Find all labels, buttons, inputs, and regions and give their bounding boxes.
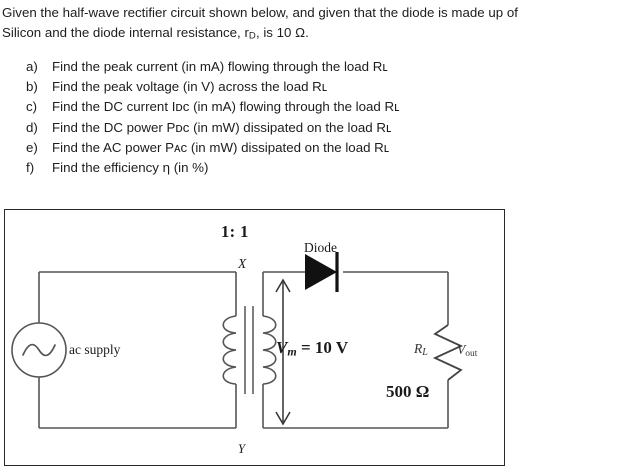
question-text-c: Find the DC current Iᴅᴄ (in mA) flowing …	[52, 99, 400, 115]
question-item-a: a) Find the peak current (in mA) flowing…	[26, 57, 636, 77]
question-text-e: Find the AC power Pᴀᴄ (in mW) dissipated…	[52, 139, 390, 155]
question-text-d: Find the DC power Pᴅᴄ (in mW) dissipated…	[52, 119, 392, 135]
resistor-zigzag	[432, 324, 464, 381]
vm-subscript: m	[287, 344, 297, 359]
question-marker-f: f)	[26, 160, 35, 176]
vm-label: Vm = 10 V	[276, 338, 348, 360]
question-item-c: c) Find the DC current Iᴅᴄ (in mA) flowi…	[26, 97, 636, 117]
question-text-b: Find the peak voltage (in V) across the …	[52, 79, 328, 95]
node-y-label: Y	[238, 442, 245, 456]
diode-resistance-subscript: D	[248, 30, 256, 42]
question-item-f: f) Find the efficiency η (in %)	[26, 158, 636, 178]
question-marker-a: a)	[26, 59, 38, 74]
problem-line-2: Silicon and the diode internal resistanc…	[2, 23, 309, 47]
primary-circuit-loop	[38, 271, 237, 429]
question-list: a) Find the peak current (in mA) flowing…	[26, 57, 636, 178]
vout-label: Vout	[457, 342, 477, 359]
load-resistor-symbol	[432, 324, 464, 381]
ac-supply-label: ac supply	[69, 342, 121, 357]
node-x-label: X	[238, 256, 247, 271]
question-marker-d: d)	[26, 119, 38, 135]
vm-symbol: V	[276, 338, 288, 357]
load-symbol: R	[414, 341, 423, 356]
question-marker-c: c)	[26, 99, 38, 115]
transformer-primary-coil	[222, 315, 237, 385]
question-marker-e: e)	[26, 139, 38, 155]
problem-line-2-text-b: , is 10 Ω.	[255, 25, 309, 40]
circuit-diagram-figure: 1: 1 Diode X Y ac supply Vm = 10 V RL Vo…	[4, 209, 505, 466]
ac-source-symbol	[11, 322, 67, 378]
problem-line-2-text-a: Silicon and the diode internal resistanc…	[2, 25, 249, 40]
vm-arrow-head-down	[275, 411, 291, 426]
load-value-label: 500 Ω	[386, 382, 430, 401]
transformer-symbol	[222, 306, 277, 394]
turns-ratio-label: 1: 1	[221, 222, 249, 241]
secondary-circuit-loop	[262, 271, 449, 429]
load-resistor-label: RL	[414, 341, 428, 358]
sine-wave-icon	[22, 343, 56, 357]
circuit-schematic-svg	[11, 252, 464, 429]
question-item-d: d) Find the DC power Pᴅᴄ (in mW) dissipa…	[26, 118, 636, 138]
question-text-a: Find the peak current (in mA) flowing th…	[52, 59, 388, 74]
transformer-secondary-coil	[262, 315, 277, 385]
question-marker-b: b)	[26, 79, 38, 95]
diode-triangle	[305, 254, 337, 290]
vm-measurement-arrow	[275, 278, 291, 426]
vm-arrow-head-up	[275, 278, 291, 293]
question-text-f: Find the efficiency η (in %)	[52, 160, 209, 176]
vout-symbol: V	[457, 342, 466, 357]
vout-subscript: out	[465, 348, 478, 359]
question-item-b: b) Find the peak voltage (in V) across t…	[26, 77, 636, 97]
vm-value: = 10 V	[300, 338, 349, 357]
problem-line-1-text: Given the half-wave rectifier circuit sh…	[2, 5, 518, 20]
question-item-e: e) Find the AC power Pᴀᴄ (in mW) dissipa…	[26, 138, 636, 158]
load-subscript: L	[422, 347, 428, 358]
diode-symbol	[305, 252, 339, 292]
diode-label: Diode	[304, 240, 337, 255]
problem-line-1: Given the half-wave rectifier circuit sh…	[2, 3, 518, 23]
